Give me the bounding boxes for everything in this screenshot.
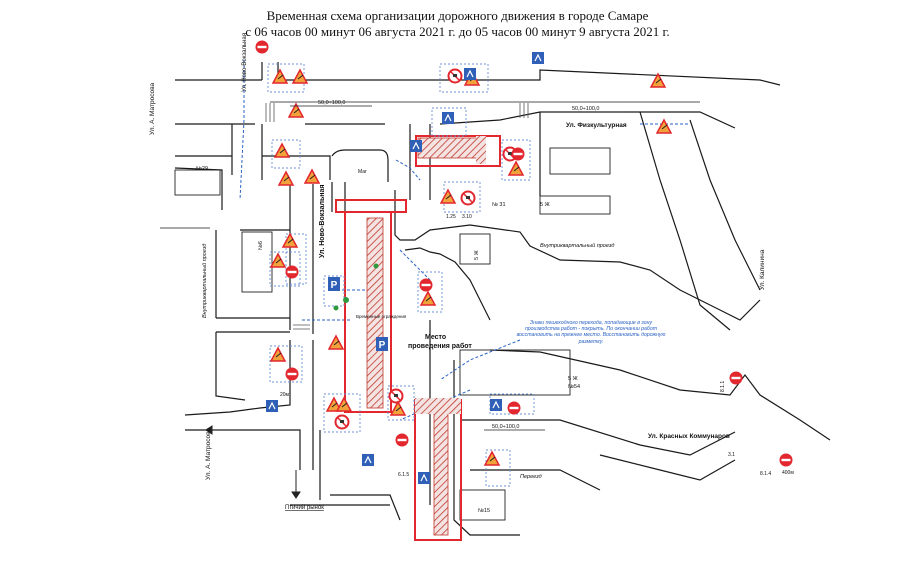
crossing-note-text: Знаки пешеходного перехода, попадающие в… bbox=[516, 320, 666, 345]
pedestrian-crossings bbox=[265, 103, 529, 330]
crossing-note: Знаки пешеходного перехода, попадающие в… bbox=[516, 320, 666, 345]
map-title-line-1: Временная схема организации дорожного дв… bbox=[266, 8, 649, 23]
work-place-line-2: проведения работ bbox=[408, 342, 472, 350]
work-place-line-1: Место bbox=[425, 334, 446, 341]
building-6: №6 bbox=[258, 241, 264, 250]
building-5zh-bottom: 5 Ж bbox=[568, 376, 578, 382]
building-5zh-mid: 5 Ж bbox=[474, 250, 480, 260]
sign-code-3-1: 3.1 bbox=[728, 452, 735, 458]
building-31: № 31 bbox=[492, 202, 506, 208]
distance-markers bbox=[290, 105, 625, 431]
sign-code-6-1-5: 6.1.5 bbox=[398, 472, 409, 478]
street-label-krasnykh-kommunarov: Ул. Красных Коммунаров bbox=[648, 433, 730, 440]
street-label-matrosov-bottom: Ул. А. Матросова bbox=[205, 427, 212, 480]
building-29: №29 bbox=[196, 166, 208, 172]
traffic-arrows bbox=[205, 425, 301, 499]
building-mag: Маг bbox=[358, 169, 367, 175]
pereezd-label: Переезд bbox=[520, 474, 542, 480]
work-zones bbox=[335, 135, 501, 541]
sign-code-3-10: 3.10 bbox=[462, 214, 472, 220]
sign-code-1-25: 1.25 bbox=[446, 214, 456, 220]
building-15: №15 bbox=[478, 508, 490, 514]
street-label-novo-vokzalnaya-mid: Ул. Ново-Вокзальная bbox=[319, 185, 326, 258]
ptichiy-rynok-label: Птичий рынок bbox=[285, 504, 324, 511]
detour-routes bbox=[239, 60, 690, 421]
vremennye-ograzhdeniya-label: Временные ограждения bbox=[356, 314, 407, 319]
street-label-fizkulturnaya: Ул. Физкультурная bbox=[566, 122, 627, 129]
sign-code-8-1-1: 8.1.1 bbox=[720, 381, 726, 392]
distance-label-top-left: 50,0÷100,0 bbox=[318, 100, 346, 106]
building-5zh-top: 5 Ж bbox=[540, 202, 550, 208]
sign-code-20m: 20м bbox=[280, 392, 290, 398]
map-title-line-2: с 06 часов 00 минут 06 августа 2021 г. д… bbox=[245, 24, 670, 39]
street-label-matrosov-top: Ул. А. Матросова bbox=[149, 82, 156, 135]
building-54: №54 bbox=[568, 384, 580, 390]
street-label-vnutrikvartal-right: Внутриквартальный проезд bbox=[540, 242, 614, 249]
street-label-kalinina: Ул. Калинина bbox=[759, 249, 766, 290]
distance-label-top-right: 50,0÷100,0 bbox=[572, 106, 600, 112]
distance-label-bottom: 50,0÷100,0 bbox=[492, 424, 520, 430]
trees bbox=[333, 263, 379, 311]
street-label-vnutrikvartal-left: Внутриквартальный проезд bbox=[201, 244, 208, 318]
sign-code-8-1-4: 8.1.4 bbox=[760, 471, 771, 477]
sign-frames bbox=[267, 63, 535, 487]
street-label-novo-vokzalnaya-top: Ул. Ново-Вокзальная bbox=[242, 33, 248, 92]
sign-code-400m: 400м bbox=[782, 470, 794, 476]
